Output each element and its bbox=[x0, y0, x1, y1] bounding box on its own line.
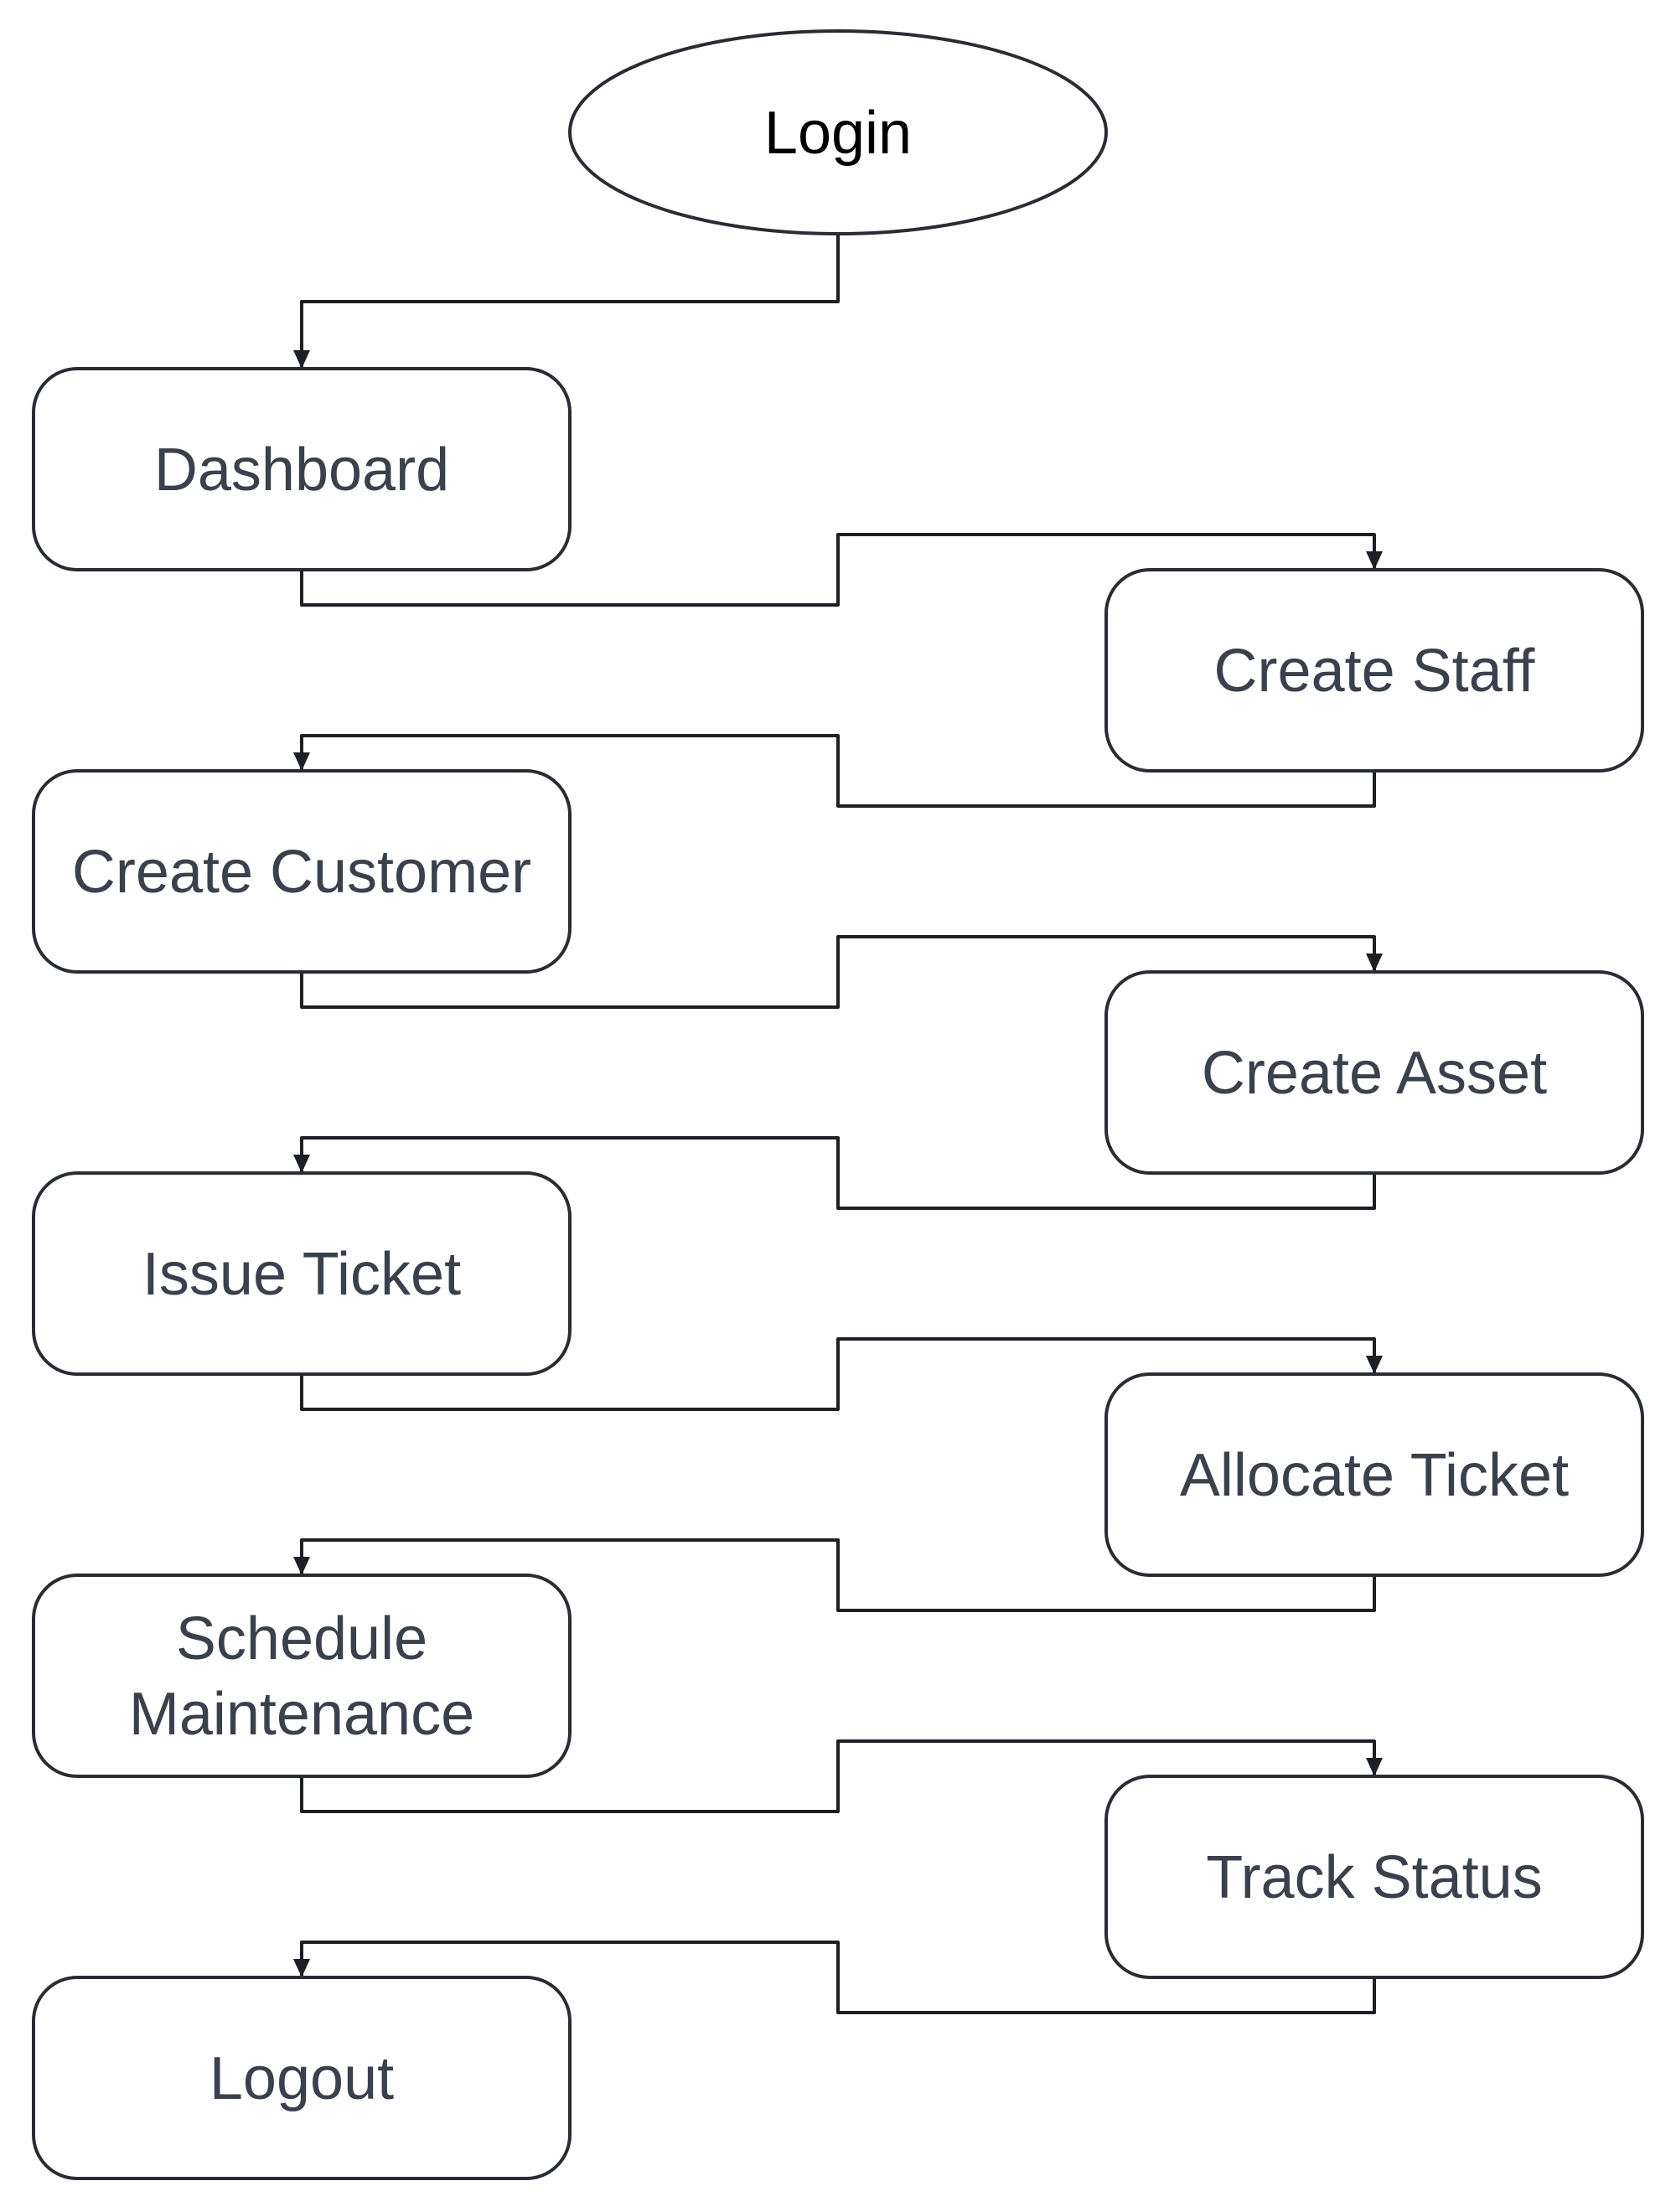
edge-schedule-maintenance-to-track-status bbox=[300, 1739, 1383, 1813]
node-issue-ticket: Issue Ticket bbox=[32, 1171, 572, 1376]
node-create-staff: Create Staff bbox=[1104, 568, 1644, 773]
connector-line bbox=[300, 533, 1376, 607]
node-shape-rounded-rect bbox=[32, 1976, 572, 2180]
arrowhead-icon bbox=[293, 350, 310, 369]
arrowhead-icon bbox=[1366, 954, 1383, 972]
node-label: Create Asset bbox=[1202, 1040, 1547, 1107]
arrowhead-icon bbox=[293, 1959, 310, 1977]
arrowhead-icon bbox=[293, 752, 310, 771]
node-create-customer: Create Customer bbox=[32, 769, 572, 974]
edge-login-to-dashboard bbox=[293, 234, 840, 369]
connector-line bbox=[300, 1136, 1376, 1210]
edge-allocate-ticket-to-schedule-maintenance bbox=[293, 1538, 1376, 1612]
arrowhead-icon bbox=[1366, 1758, 1383, 1776]
node-label: Logout bbox=[210, 2045, 394, 2112]
node-shape-rounded-rect bbox=[1104, 970, 1644, 1175]
node-login: Login bbox=[568, 29, 1108, 235]
node-label: Maintenance bbox=[129, 1681, 474, 1748]
node-shape-ellipse bbox=[568, 29, 1108, 235]
node-shape-rounded-rect bbox=[32, 1574, 572, 1778]
connectors bbox=[293, 234, 1383, 2014]
connector-line bbox=[300, 734, 1376, 808]
node-logout: Logout bbox=[32, 1976, 572, 2180]
edge-create-customer-to-create-asset bbox=[300, 935, 1383, 1009]
connector-line bbox=[300, 1337, 1376, 1411]
connector-line bbox=[300, 935, 1376, 1009]
node-shape-rounded-rect bbox=[32, 367, 572, 571]
arrowhead-icon bbox=[293, 1155, 310, 1173]
connector-line bbox=[300, 1739, 1376, 1813]
node-shape-rounded-rect bbox=[1104, 1372, 1644, 1577]
node-label: Login bbox=[764, 100, 912, 167]
arrowhead-icon bbox=[1366, 551, 1383, 570]
edge-dashboard-to-create-staff bbox=[300, 533, 1383, 607]
node-label: Allocate Ticket bbox=[1180, 1442, 1569, 1509]
edge-create-staff-to-create-customer bbox=[293, 734, 1376, 808]
node-label: Create Staff bbox=[1214, 638, 1536, 705]
node-label: Create Customer bbox=[72, 839, 531, 906]
connector-line bbox=[300, 234, 840, 367]
node-shape-rounded-rect bbox=[1104, 568, 1644, 773]
node-dashboard: Dashboard bbox=[32, 367, 572, 571]
node-create-asset: Create Asset bbox=[1104, 970, 1644, 1175]
arrowhead-icon bbox=[1366, 1356, 1383, 1374]
connector-line bbox=[300, 1538, 1376, 1612]
node-shape-rounded-rect bbox=[32, 769, 572, 974]
node-label: Track Status bbox=[1206, 1844, 1542, 1911]
node-track-status: Track Status bbox=[1104, 1775, 1644, 1979]
node-allocate-ticket: Allocate Ticket bbox=[1104, 1372, 1644, 1577]
arrowhead-icon bbox=[293, 1557, 310, 1575]
connector-line bbox=[300, 1941, 1376, 2014]
node-shape-rounded-rect bbox=[1104, 1775, 1644, 1979]
node-label: Schedule bbox=[176, 1605, 427, 1672]
node-shape-rounded-rect bbox=[32, 1171, 572, 1376]
edge-track-status-to-logout bbox=[293, 1941, 1376, 2014]
edge-create-asset-to-issue-ticket bbox=[293, 1136, 1376, 1210]
node-label: Issue Ticket bbox=[142, 1241, 461, 1308]
node-label: Dashboard bbox=[154, 437, 449, 504]
edge-issue-ticket-to-allocate-ticket bbox=[300, 1337, 1383, 1411]
